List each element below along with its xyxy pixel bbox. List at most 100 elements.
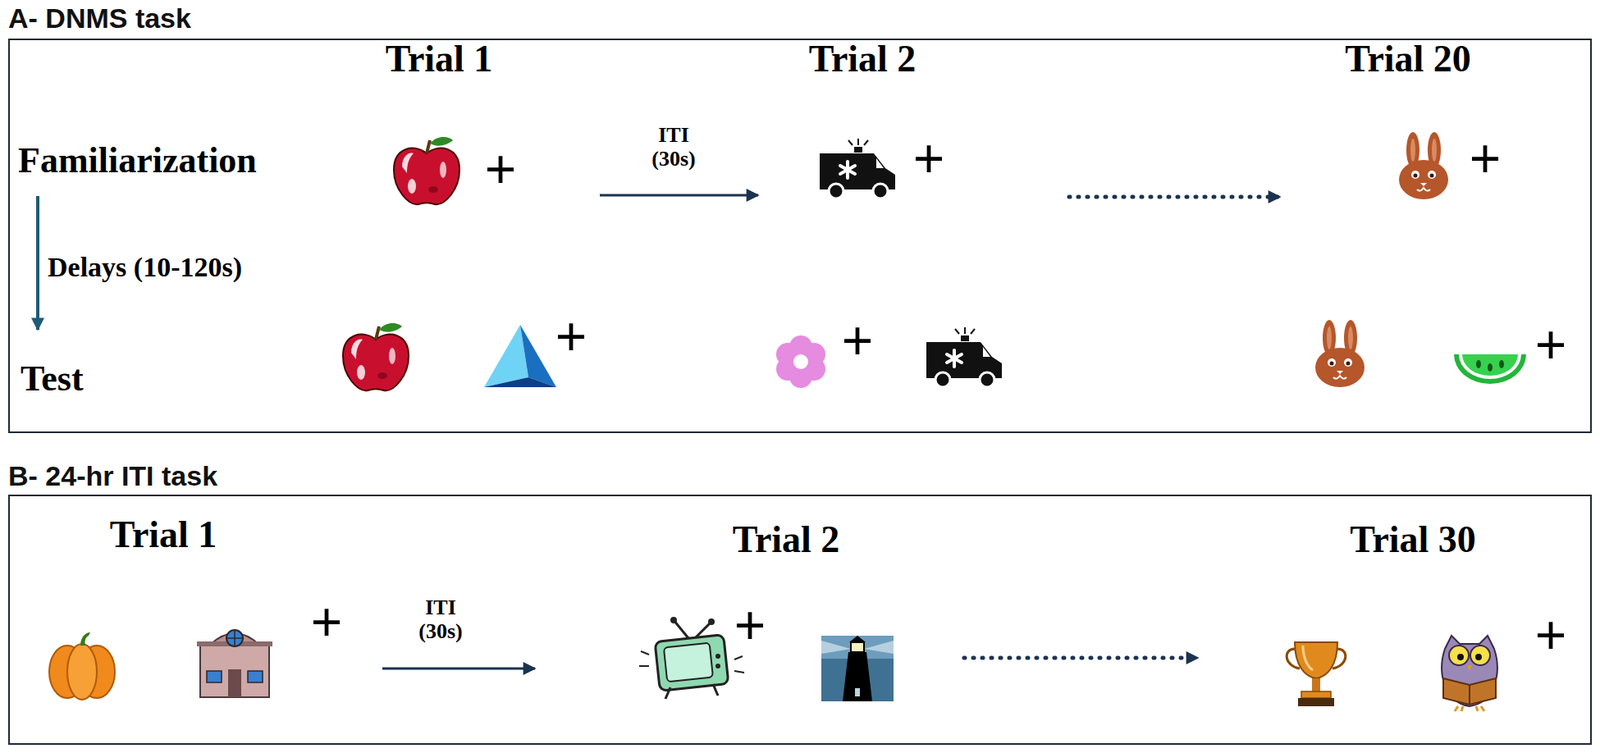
label-holder: +: [1535, 608, 1568, 663]
tv-icon: [639, 651, 745, 673]
fixation-cross: +: [734, 598, 767, 653]
iti-label: ITI (30s): [410, 596, 471, 644]
tv-icon: [639, 617, 745, 700]
flower-icon: [776, 335, 826, 389]
watermelon-icon: [1453, 354, 1527, 384]
tv-icon: [713, 684, 718, 696]
lighthouse-icon: [821, 635, 894, 702]
owl-icon: [1468, 685, 1471, 705]
owl-icon: [1441, 635, 1498, 712]
building-icon: [226, 637, 243, 640]
label-holder: +: [841, 313, 874, 368]
tv-icon: [715, 663, 721, 669]
label-holder: Trial 1: [109, 514, 218, 557]
pumpkin-icon: [67, 644, 97, 700]
label-holder: Test: [20, 359, 84, 399]
fixation-cross: +: [555, 309, 588, 364]
lighthouse-icon: [821, 640, 851, 654]
building-icon: [228, 669, 242, 698]
lighthouse-icon: [821, 635, 894, 702]
building-icon: [200, 644, 270, 698]
panel-heading: A- DNMS task: [8, 3, 192, 34]
trial-label: Trial 2: [809, 38, 917, 81]
fixation-cross: +: [310, 594, 343, 650]
tv-icon: [654, 635, 729, 691]
label-holder: Trial 2: [732, 519, 841, 562]
apple-icon: [393, 137, 460, 205]
task-panel: B- 24-hr ITI task: [8, 459, 1592, 746]
tv-icon: [708, 618, 715, 626]
watermelon-icon: [1453, 354, 1527, 384]
trophy-icon: [1301, 691, 1331, 699]
trophy-icon: [1332, 649, 1346, 669]
label-holder: Delays (10-120s): [47, 251, 243, 283]
lighthouse-icon: [842, 652, 873, 702]
pumpkin-icon: [49, 632, 115, 700]
watermelon-icon: [1487, 363, 1493, 372]
dotted-arrow: [1069, 195, 1280, 200]
tv-icon: [665, 687, 671, 700]
rabbit-icon: [1398, 132, 1449, 200]
label-holder: +: [1535, 317, 1568, 372]
dotted-arrow: [964, 656, 1198, 661]
label-holder: Trial 1: [385, 38, 494, 81]
tv-icon: [673, 620, 689, 639]
label-holder: +: [734, 598, 767, 653]
lighthouse-icon: [864, 640, 894, 654]
label-holder: Trial 30: [1349, 519, 1477, 562]
flower-icon: [793, 354, 809, 370]
label-holder: Trial 20: [1344, 38, 1472, 81]
phase-label: Familiarization: [18, 141, 257, 181]
delay-arrow: [36, 196, 40, 330]
apple-icon: [342, 323, 409, 391]
watermelon-icon: [1476, 360, 1482, 369]
trial-label: Trial 20: [1344, 38, 1472, 81]
building-icon: [206, 671, 222, 683]
tv-icon: [734, 671, 745, 673]
tv-icon: [670, 617, 677, 624]
trophy-icon: [1286, 649, 1300, 669]
pyramid-icon: [484, 324, 557, 388]
owl-icon: [1470, 645, 1491, 666]
building-icon: [247, 671, 263, 683]
iti-arrow: [599, 194, 759, 197]
trial-label: Trial 2: [732, 519, 841, 562]
fixation-cross: +: [1469, 131, 1502, 186]
lighthouse-icon: [854, 688, 860, 697]
phase-label: Test: [20, 359, 84, 399]
iti-label: ITI (30s): [643, 123, 704, 171]
tv-icon: [640, 651, 650, 655]
label-holder: Trial 2: [809, 38, 917, 81]
pyramid-icon: [484, 377, 557, 388]
trophy-icon: [1294, 642, 1338, 679]
tv-icon: [715, 653, 721, 659]
panel-heading: B- 24-hr ITI task: [8, 461, 218, 492]
ambulance-icon: [819, 138, 896, 199]
delay-label: Delays (10-120s): [47, 251, 243, 283]
owl-icon: [1454, 706, 1485, 712]
rabbit-icon: [1315, 320, 1365, 388]
tv-icon: [734, 656, 743, 660]
trophy-icon: [1286, 642, 1346, 707]
lighthouse-icon: [849, 635, 866, 643]
watermelon-icon: [1462, 354, 1518, 376]
pumpkin-icon: [80, 632, 91, 646]
pyramid-icon: [520, 324, 557, 388]
label-holder: ITI (30s): [410, 596, 471, 644]
trophy-icon: [1312, 678, 1321, 692]
owl-icon: [1441, 635, 1498, 707]
label-holder: +: [310, 594, 343, 650]
fixation-cross: +: [841, 313, 874, 368]
building-icon: [226, 630, 243, 647]
owl-icon: [1475, 653, 1482, 661]
label-holder: +: [1469, 131, 1502, 186]
owl-icon: [1449, 645, 1469, 666]
fixation-cross: +: [913, 131, 946, 186]
building-icon: [196, 630, 273, 698]
label-holder: Familiarization: [18, 141, 257, 181]
trophy-icon: [1302, 645, 1313, 671]
tv-icon: [639, 665, 650, 668]
owl-icon: [1457, 653, 1464, 661]
